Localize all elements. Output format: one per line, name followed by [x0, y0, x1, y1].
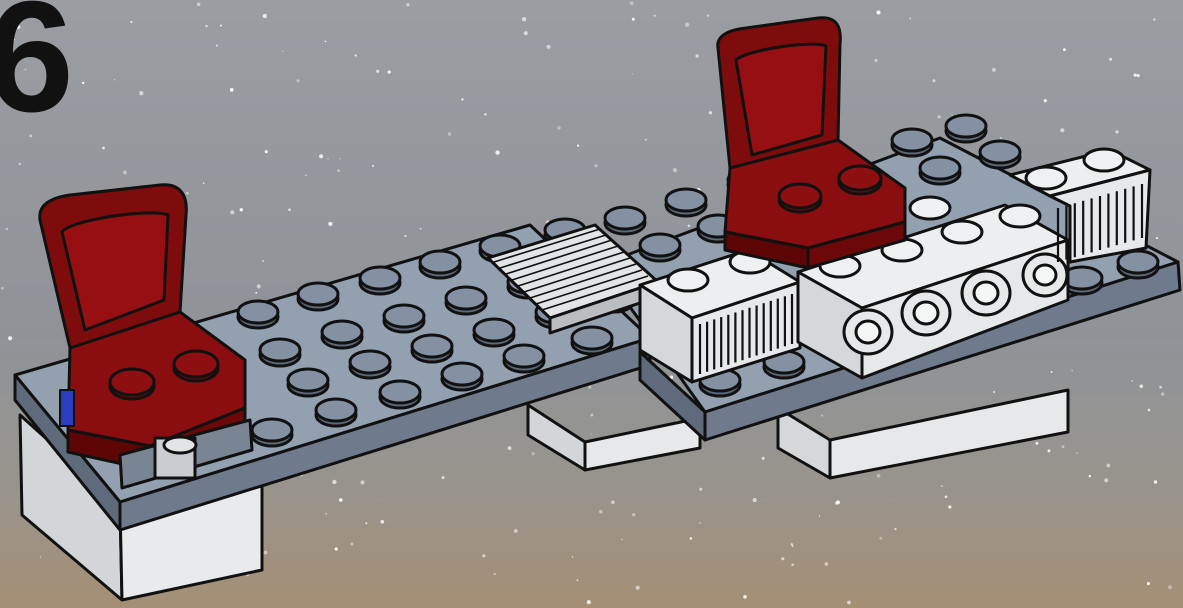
plate-stud: [288, 369, 328, 391]
plate-stud: [605, 207, 645, 229]
plate-stud: [384, 305, 424, 327]
plate-stud: [504, 345, 544, 367]
plate-stud: [980, 141, 1020, 163]
plate-stud: [412, 335, 452, 357]
plate-stud: [420, 251, 460, 273]
plate-stud: [946, 115, 986, 137]
plate-stud: [892, 129, 932, 151]
plate-stud: [316, 399, 356, 421]
plate-stud: [920, 157, 960, 179]
plate-stud: [666, 189, 706, 211]
plate-stud: [474, 319, 514, 341]
plate-stud: [446, 287, 486, 309]
support-brick-middle: [528, 405, 700, 470]
plate-stud: [298, 283, 338, 305]
plate-stud: [1118, 251, 1158, 273]
plate-stud: [260, 339, 300, 361]
plate-stud: [360, 267, 400, 289]
red-seat-right: [718, 18, 905, 268]
plate-stud: [640, 234, 680, 256]
plate-stud: [252, 419, 292, 441]
plate-stud: [442, 363, 482, 385]
plate-stud: [322, 321, 362, 343]
plate-stud: [380, 381, 420, 403]
plate-stud: [350, 351, 390, 373]
plate-stud: [238, 301, 278, 323]
plate-stud: [572, 327, 612, 349]
